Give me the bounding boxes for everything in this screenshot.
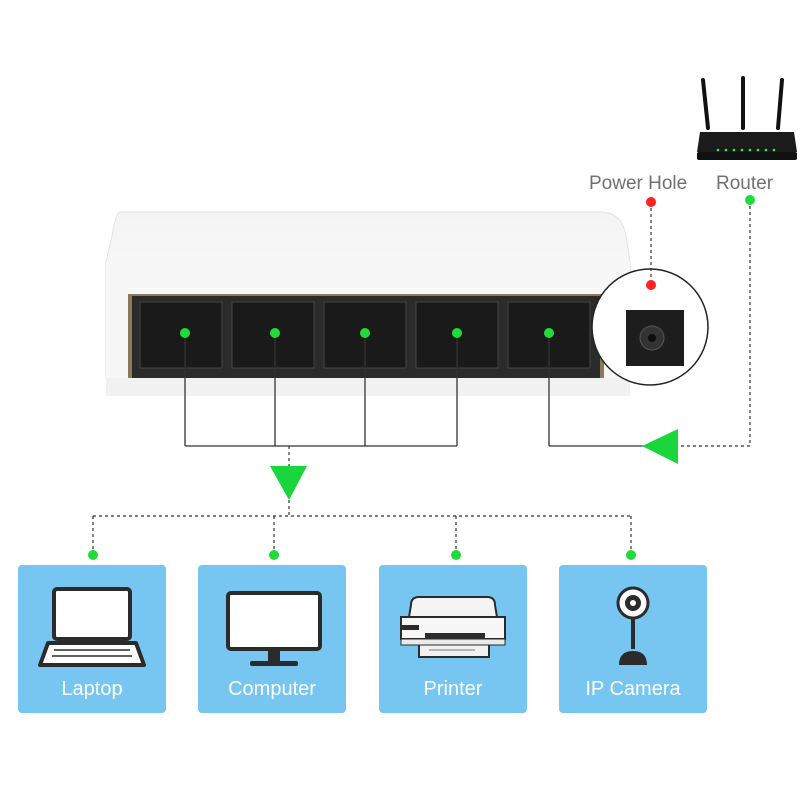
printer-icon (400, 596, 506, 658)
monitor-icon (226, 591, 322, 666)
router-device (697, 76, 797, 160)
router-label: Router (716, 173, 774, 194)
device-label: Computer (228, 678, 316, 700)
arrow-left (642, 429, 678, 464)
device-card-printer: Printer (379, 565, 527, 713)
device-card-laptop: Laptop (18, 565, 166, 713)
webcam-icon (616, 586, 650, 665)
device-label: Printer (423, 678, 483, 700)
port-dots (88, 195, 755, 560)
network-switch (105, 211, 631, 396)
device-card-computer: Computer (198, 565, 346, 713)
arrow-down (270, 466, 307, 500)
laptop-icon (38, 587, 146, 667)
dashed-links (92, 200, 751, 555)
port-wiring (184, 333, 660, 447)
power-hole-label: Power Hole (589, 173, 688, 194)
device-label: Laptop (61, 678, 123, 700)
power-jack (591, 268, 709, 386)
device-card-ip-camera: IP Camera (559, 565, 707, 713)
power-dots (646, 197, 656, 290)
device-label: IP Camera (585, 678, 681, 700)
